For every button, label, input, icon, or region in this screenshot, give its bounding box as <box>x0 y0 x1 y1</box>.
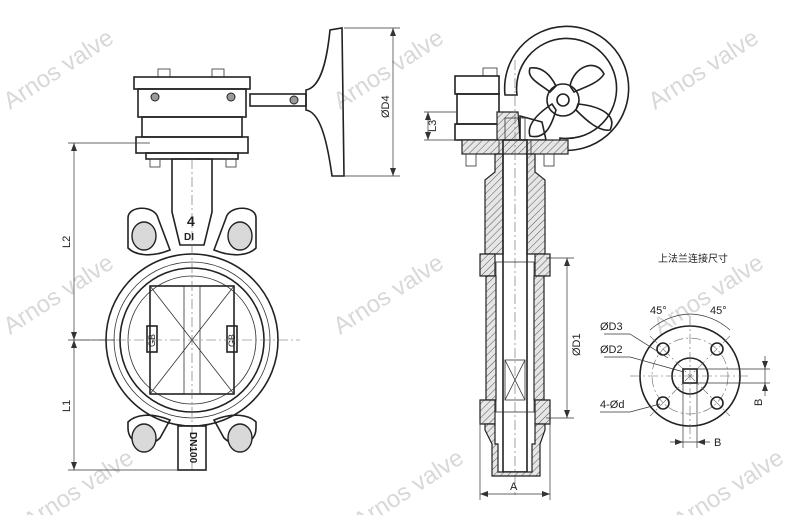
flange-detail: 上法兰连接尺寸 45° 45° ØD3 ØD2 4-Ød B <box>600 252 770 449</box>
dimension-L2: L2 <box>61 236 73 248</box>
bottom-stub <box>177 425 207 471</box>
watermark-9: Arnos valve <box>669 444 789 515</box>
flange-hole <box>710 342 724 356</box>
dimension-B-horizontal: B <box>714 437 721 449</box>
material-mark: DI <box>184 232 194 243</box>
front-view: 4 DI GB GB DN100 <box>61 27 400 471</box>
angle-right: 45° <box>710 305 727 317</box>
dimension-L1: L1 <box>61 400 73 412</box>
dimension-D2: ØD2 <box>600 344 623 356</box>
bolt-icon <box>226 92 236 102</box>
dimension-B-vertical: B <box>753 399 765 406</box>
plate-label-left: GB <box>147 334 157 347</box>
dimension-L3: L3 <box>427 120 439 132</box>
plate-label-right: GB <box>227 334 237 347</box>
watermark-8: Arnos valve <box>349 444 469 515</box>
bolt-icon <box>150 92 160 102</box>
watermark-5: Arnos valve <box>329 249 449 340</box>
watermark-1: Arnos valve <box>0 24 118 115</box>
size-mark: DN100 <box>187 432 198 464</box>
watermarks: Arnos valve Arnos valve Arnos valve Arno… <box>0 24 789 520</box>
handwheel-front <box>503 25 630 152</box>
dimension-D3: ØD3 <box>600 321 623 333</box>
angle-left: 45° <box>650 305 667 317</box>
gearbox-front <box>133 27 345 177</box>
dimension-A: A <box>510 481 518 493</box>
pressure-mark: 4 <box>187 213 195 229</box>
dimension-D4: ØD4 <box>380 95 392 118</box>
valve-neck <box>171 158 213 246</box>
watermark-3: Arnos valve <box>644 24 764 115</box>
dimension-D1: ØD1 <box>571 333 583 356</box>
flange-hole <box>710 396 724 410</box>
watermark-7: Arnos valve <box>19 444 139 515</box>
side-view: L3 ØD1 A <box>424 25 630 500</box>
flange-title: 上法兰连接尺寸 <box>658 252 728 265</box>
watermark-4: Arnos valve <box>0 249 118 340</box>
flange-hole <box>656 396 670 410</box>
dimension-holes: 4-Ød <box>600 399 624 411</box>
